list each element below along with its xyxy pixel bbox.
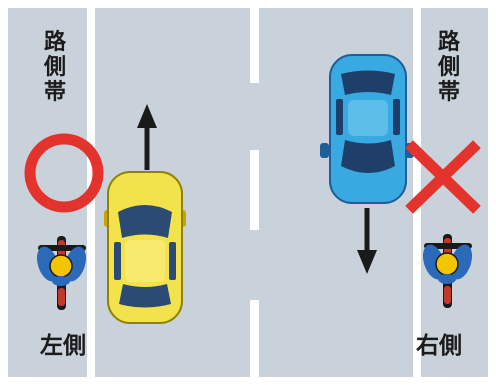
center-dash: [250, 8, 259, 83]
bicycle-rider-right-icon: [422, 234, 473, 308]
left-side-label: 左側: [40, 333, 86, 359]
left-shoulder-label: 路側帯: [43, 30, 66, 105]
wrong-cross-icon: [405, 140, 481, 214]
yellow-car-icon: [104, 171, 186, 324]
center-dash: [250, 150, 259, 230]
arrow-up-icon: [137, 104, 157, 170]
center-dash: [250, 300, 259, 377]
bicycle-rider-left-icon: [36, 236, 87, 310]
correct-circle-icon: [24, 133, 104, 213]
center-dashed-line: [250, 8, 259, 377]
arrow-down-icon: [357, 208, 377, 274]
blue-car-icon: [320, 54, 414, 204]
right-shoulder-label: 路側帯: [437, 30, 460, 105]
right-side-label: 右側: [416, 333, 462, 359]
right-shoulder-line: [413, 8, 421, 377]
